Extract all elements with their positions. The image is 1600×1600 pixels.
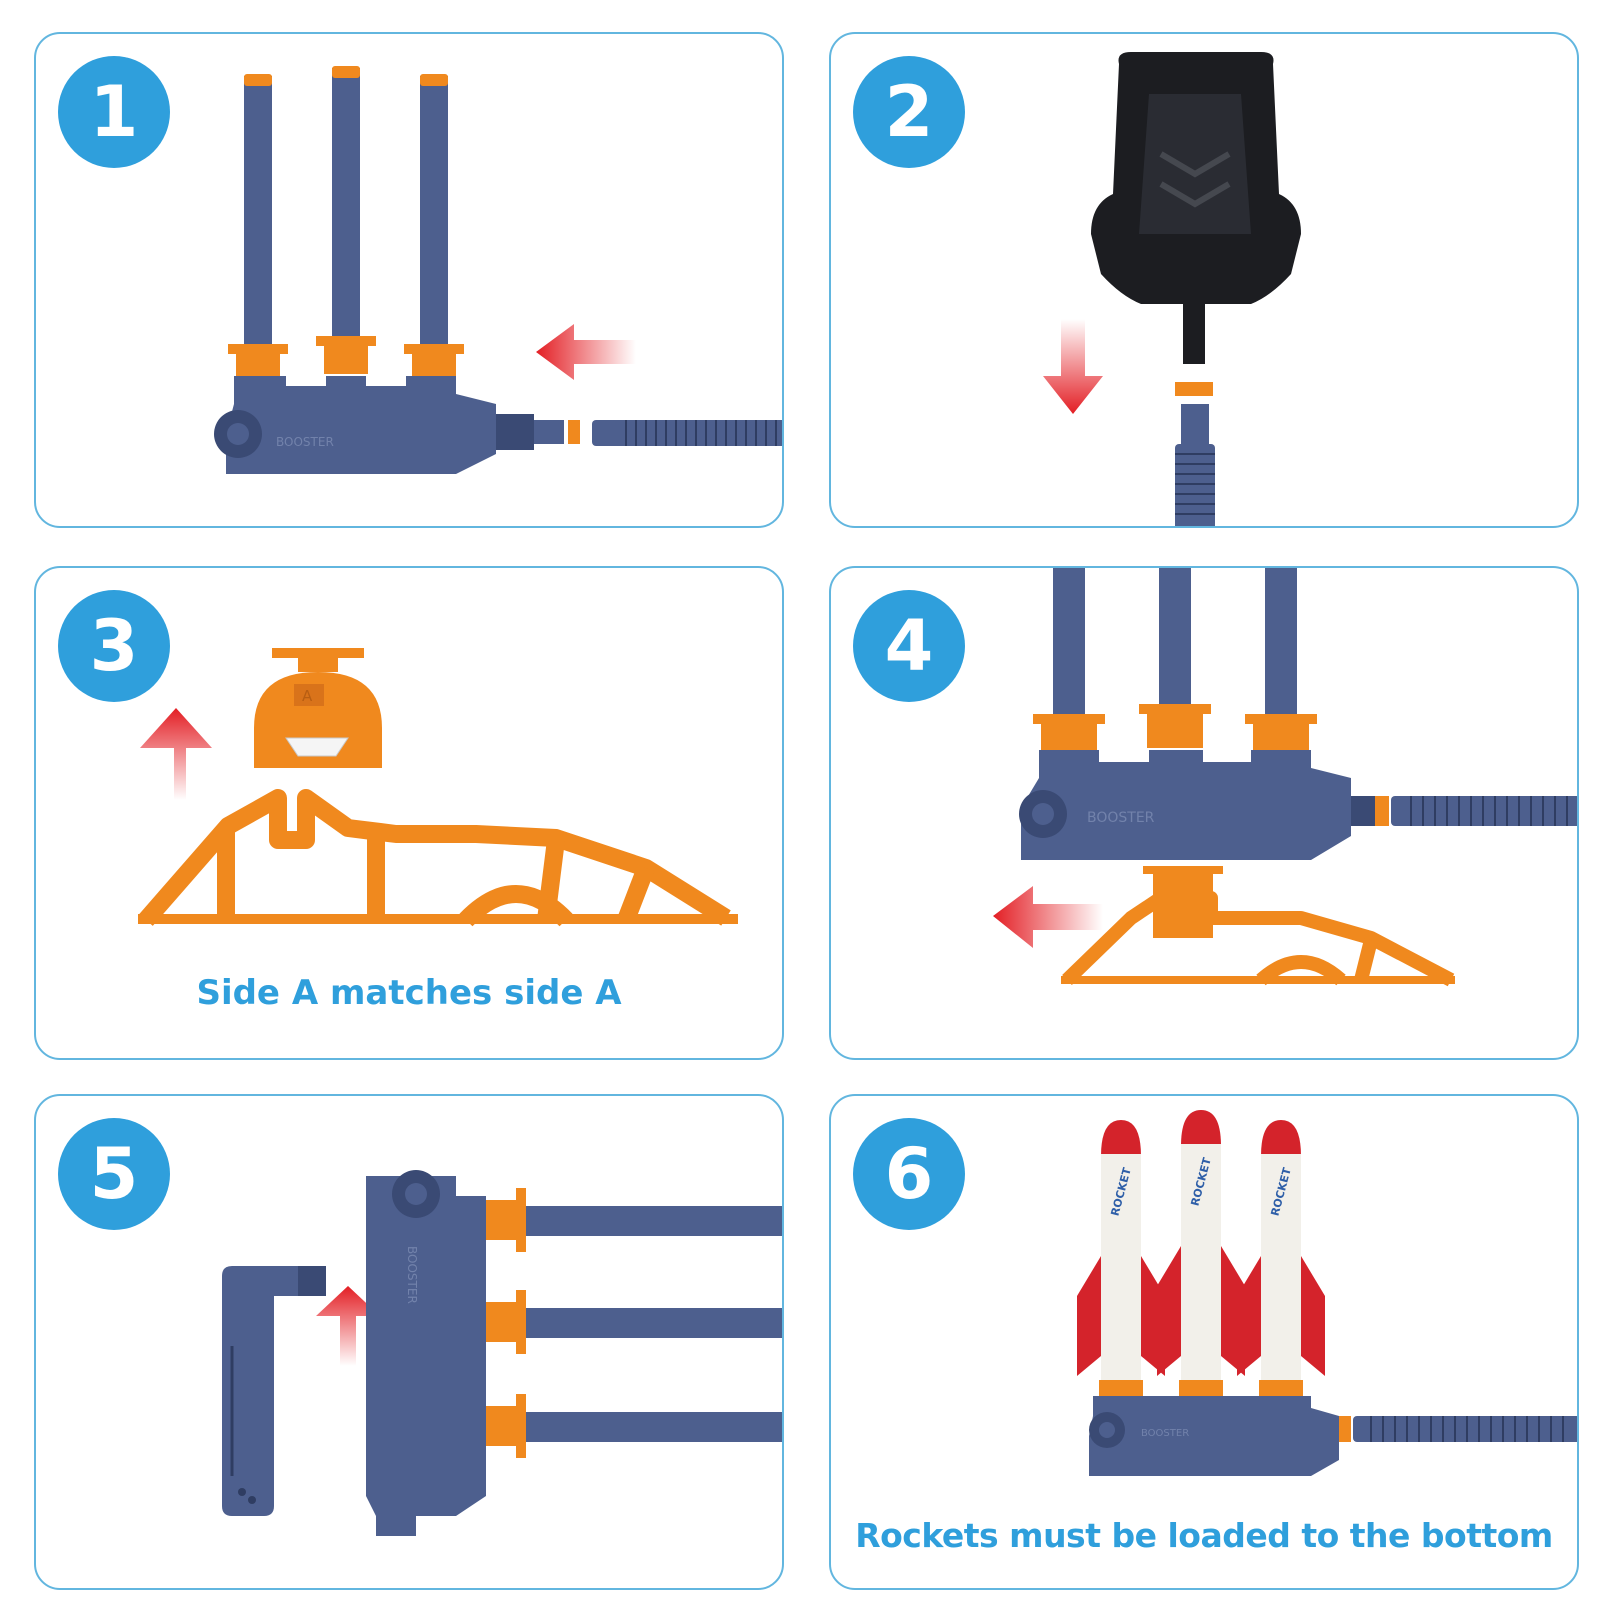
stand-clip <box>1153 868 1213 938</box>
step-1-badge: 1 <box>58 56 170 168</box>
foot-pump <box>1091 52 1301 364</box>
stand-clip: A <box>254 648 382 768</box>
arrow-up-icon <box>316 1286 380 1366</box>
tube-collars <box>228 336 464 376</box>
rocket-3: ROCKET <box>1237 1120 1325 1382</box>
base-label: BOOSTER <box>405 1246 419 1304</box>
step-3-illustration: A <box>138 648 738 927</box>
tube-collars <box>1099 1380 1303 1396</box>
arrow-down-icon <box>1043 319 1103 414</box>
orange-stand <box>1062 891 1455 987</box>
step-2-illustration <box>1043 52 1301 526</box>
launch-tubes <box>1053 568 1297 718</box>
stand-label: A <box>302 687 313 705</box>
step-3-caption: Side A matches side A <box>196 973 622 1013</box>
step-1-illustration: BOOSTER <box>214 66 782 474</box>
booster-base: BOOSTER <box>214 376 564 474</box>
step-4-panel: 4 BOOSTER <box>829 566 1579 1060</box>
stand-foot <box>138 914 738 924</box>
booster-base: BOOSTER <box>1089 1396 1339 1476</box>
rocket-2: ROCKET <box>1157 1110 1245 1382</box>
step-3-panel: 3 A Side A matches side A <box>34 566 784 1060</box>
step-4-badge: 4 <box>853 590 965 702</box>
step-5-badge: 5 <box>58 1118 170 1230</box>
side-handle <box>222 1266 326 1516</box>
step-6-illustration: ROCKET ROCKET ROCKET BOOSTER <box>1077 1110 1577 1476</box>
pump-hose <box>1175 382 1215 526</box>
step-5-panel: 5 BOOSTER <box>34 1094 784 1590</box>
tube-collars <box>486 1188 526 1458</box>
step-2-panel: 2 <box>829 32 1579 528</box>
base-label: BOOSTER <box>276 435 334 449</box>
orange-stand <box>139 789 731 927</box>
tube-collars <box>1033 704 1317 750</box>
arrow-left-icon <box>536 324 636 380</box>
rocket-1: ROCKET <box>1077 1120 1165 1382</box>
booster-base: BOOSTER <box>366 1170 486 1536</box>
step-6-panel: 6 ROCKET ROCKET ROCKET <box>829 1094 1579 1590</box>
step-4-illustration: BOOSTER <box>993 568 1577 987</box>
air-hose <box>1375 796 1577 826</box>
launch-tubes <box>244 66 448 353</box>
booster-base: BOOSTER <box>1019 750 1375 860</box>
arrow-up-icon <box>140 708 212 800</box>
air-hose <box>568 420 782 446</box>
step-1-panel: 1 BOOSTER <box>34 32 784 528</box>
step-6-badge: 6 <box>853 1118 965 1230</box>
air-hose <box>1339 1416 1577 1442</box>
step-6-caption: Rockets must be loaded to the bottom <box>855 1516 1553 1555</box>
base-label: BOOSTER <box>1087 810 1155 826</box>
launch-tubes <box>526 1206 782 1442</box>
step-5-illustration: BOOSTER <box>222 1170 782 1536</box>
step-2-badge: 2 <box>853 56 965 168</box>
arrow-left-icon <box>993 886 1103 948</box>
step-3-badge: 3 <box>58 590 170 702</box>
base-label: BOOSTER <box>1141 1428 1189 1439</box>
